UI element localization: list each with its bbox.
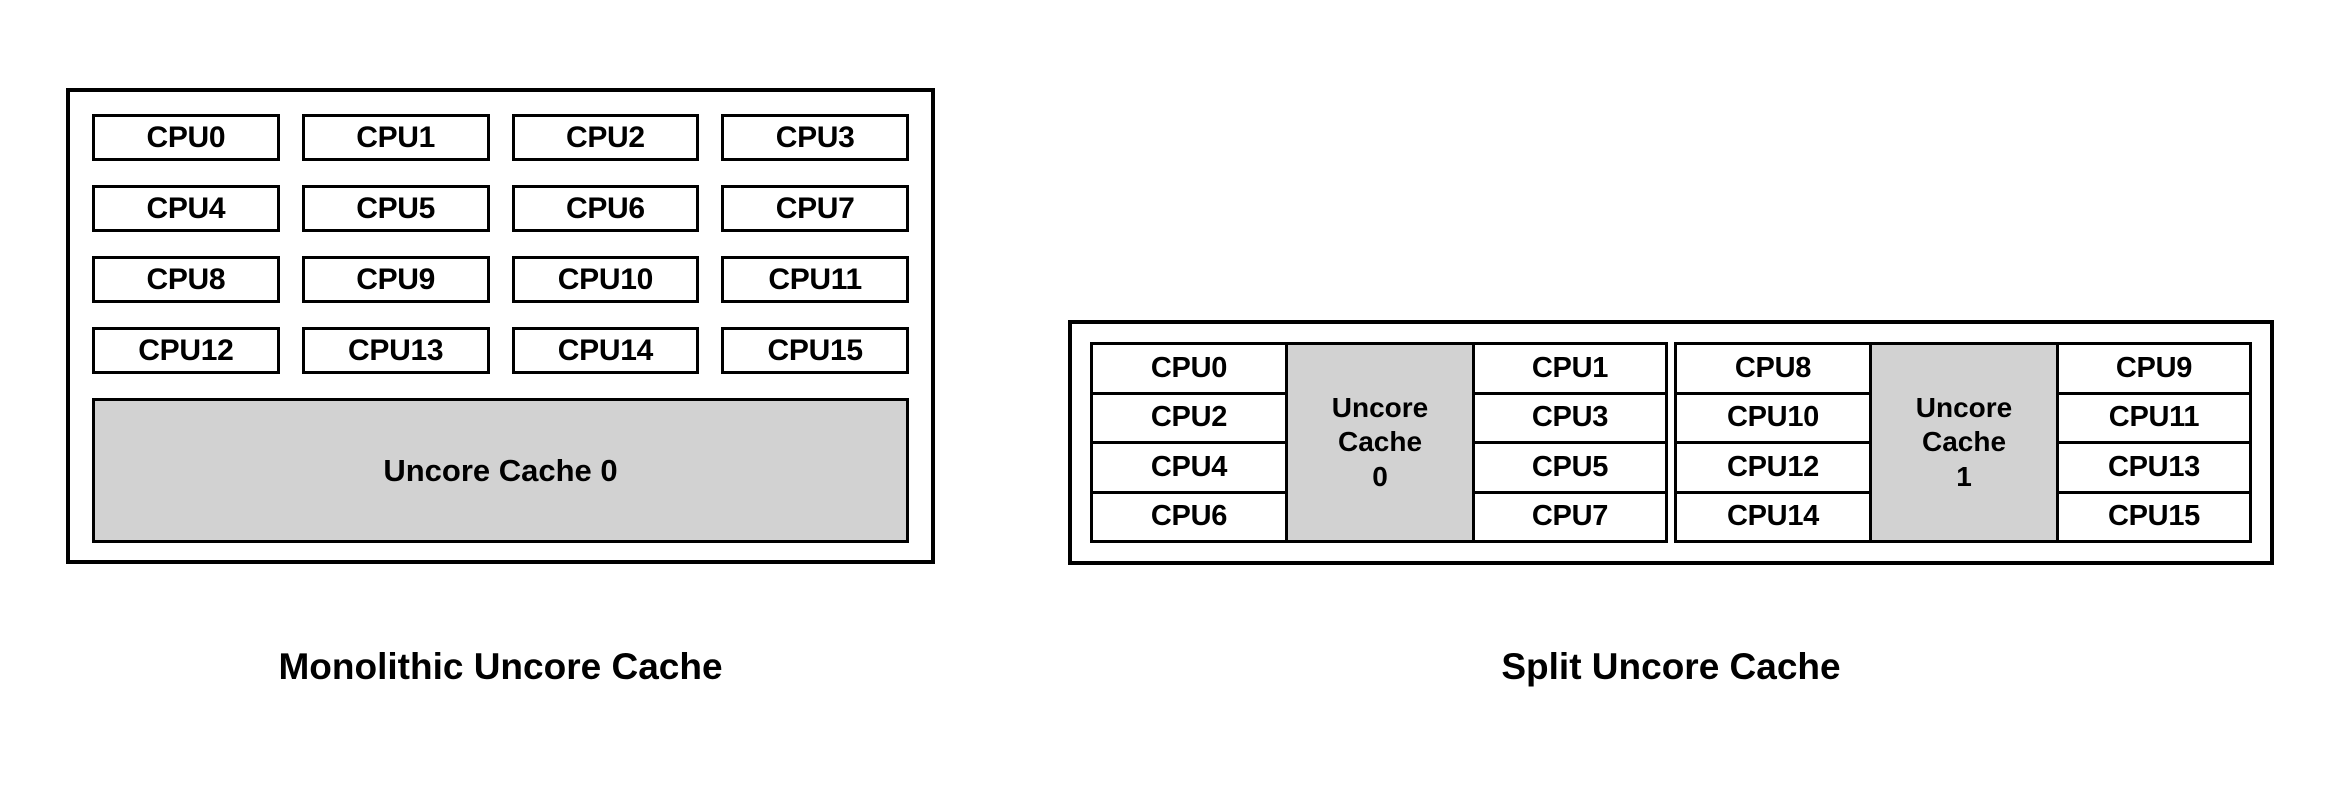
uncore-cache-label: Uncore Cache 1 — [1915, 392, 2013, 492]
cpu-label: CPU4 — [146, 191, 226, 225]
cpu-box: CPU11 — [721, 256, 909, 303]
cpu-box: CPU10 — [1677, 394, 1869, 444]
cpu-box: CPU8 — [92, 256, 280, 303]
cpu-box: CPU5 — [301, 185, 490, 232]
cpu-box: CPU7 — [721, 185, 909, 232]
cpu-box: CPU3 — [721, 114, 909, 161]
split-diagram-caption: Split Uncore Cache — [1501, 646, 1841, 687]
cpu-label: CPU10 — [557, 262, 654, 296]
cpu-label: CPU5 — [1531, 450, 1609, 483]
uncore-cache-box: Uncore Cache 1 — [1869, 345, 2059, 540]
uncore-cache-label: Uncore Cache 0 — [1331, 392, 1429, 492]
cpu-label: CPU15 — [767, 333, 864, 367]
cpu-label: CPU1 — [356, 120, 436, 154]
cpu-label: CPU11 — [768, 262, 862, 296]
cpu-label: CPU8 — [1734, 351, 1812, 384]
cluster-right-cpu-column: CPU1 CPU3 CPU5 CPU7 — [1475, 345, 1665, 540]
cpu-cluster: CPU8 CPU10 CPU12 CPU14 Uncore Cache 1 CP… — [1674, 342, 2252, 543]
cluster-right-cpu-column: CPU9 CPU11 CPU13 CPU15 — [2059, 345, 2249, 540]
cpu-label: CPU1 — [1531, 351, 1609, 384]
cpu-box: CPU4 — [92, 185, 280, 232]
uncore-cache-box: Uncore Cache 0 — [92, 398, 909, 543]
cpu-label: CPU3 — [1531, 401, 1609, 434]
cpu-box: CPU15 — [2059, 493, 2249, 540]
split-uncore-cache-diagram: CPU0 CPU2 CPU4 CPU6 Uncore Cache 0 CPU1 … — [1068, 320, 2274, 565]
cpu-box: CPU9 — [301, 256, 490, 303]
cpu-label: CPU6 — [565, 191, 645, 225]
cpu-box: CPU2 — [1093, 394, 1285, 444]
cpu-label: CPU9 — [356, 262, 436, 296]
cpu-box: CPU14 — [511, 327, 700, 374]
cpu-box: CPU13 — [2059, 444, 2249, 494]
cpu-label: CPU8 — [146, 262, 226, 296]
cpu-label: CPU15 — [2108, 500, 2200, 533]
cluster-left-cpu-column: CPU8 CPU10 CPU12 CPU14 — [1677, 345, 1869, 540]
monolithic-uncore-cache-diagram: CPU0 CPU1 CPU2 CPU3 CPU4 CPU5 CPU6 CPU7 … — [66, 88, 935, 564]
cpu-box: CPU6 — [511, 185, 700, 232]
cpu-box: CPU14 — [1677, 493, 1869, 540]
cpu-label: CPU2 — [1150, 401, 1228, 434]
cpu-box: CPU2 — [511, 114, 700, 161]
cpu-box: CPU5 — [1475, 444, 1665, 494]
cpu-cluster: CPU0 CPU2 CPU4 CPU6 Uncore Cache 0 CPU1 … — [1090, 342, 1668, 543]
cpu-box: CPU0 — [92, 114, 280, 161]
cluster-left-cpu-column: CPU0 CPU2 CPU4 CPU6 — [1093, 345, 1285, 540]
cpu-box: CPU1 — [1475, 345, 1665, 395]
cpu-label: CPU11 — [2108, 401, 2200, 434]
cpu-box: CPU11 — [2059, 394, 2249, 444]
cpu-box: CPU9 — [2059, 345, 2249, 395]
cpu-label: CPU14 — [1727, 500, 1819, 533]
cpu-box: CPU3 — [1475, 394, 1665, 444]
cpu-box: CPU10 — [511, 256, 700, 303]
cpu-box: CPU12 — [1677, 444, 1869, 494]
cpu-box: CPU8 — [1677, 345, 1869, 395]
cpu-label: CPU12 — [1727, 450, 1819, 483]
cpu-label: CPU2 — [565, 120, 645, 154]
monolithic-diagram-caption: Monolithic Uncore Cache — [278, 646, 723, 687]
cpu-box: CPU12 — [92, 327, 280, 374]
uncore-cache-box: Uncore Cache 0 — [1285, 345, 1475, 540]
uncore-cache-label: Uncore Cache 0 — [383, 453, 618, 488]
cpu-box: CPU0 — [1093, 345, 1285, 395]
monolithic-cpu-grid: CPU0 CPU1 CPU2 CPU3 CPU4 CPU5 CPU6 CPU7 … — [92, 114, 909, 374]
cpu-box: CPU6 — [1093, 493, 1285, 540]
cpu-label: CPU0 — [1150, 351, 1228, 384]
cpu-box: CPU1 — [301, 114, 490, 161]
cpu-box: CPU4 — [1093, 444, 1285, 494]
cpu-label: CPU10 — [1727, 401, 1819, 434]
cpu-label: CPU4 — [1150, 450, 1228, 483]
cpu-label: CPU13 — [348, 333, 444, 367]
cpu-label: CPU5 — [356, 191, 436, 225]
cpu-label: CPU3 — [775, 120, 855, 154]
cpu-label: CPU13 — [2108, 450, 2200, 483]
cpu-label: CPU9 — [2115, 351, 2193, 384]
cpu-box: CPU7 — [1475, 493, 1665, 540]
cpu-label: CPU6 — [1150, 500, 1228, 533]
cpu-label: CPU7 — [775, 191, 855, 225]
cpu-box: CPU13 — [301, 327, 490, 374]
cpu-label: CPU14 — [557, 333, 654, 367]
cpu-label: CPU7 — [1531, 500, 1609, 533]
cpu-label: CPU0 — [146, 120, 226, 154]
cpu-label: CPU12 — [138, 333, 234, 367]
cpu-box: CPU15 — [721, 327, 909, 374]
